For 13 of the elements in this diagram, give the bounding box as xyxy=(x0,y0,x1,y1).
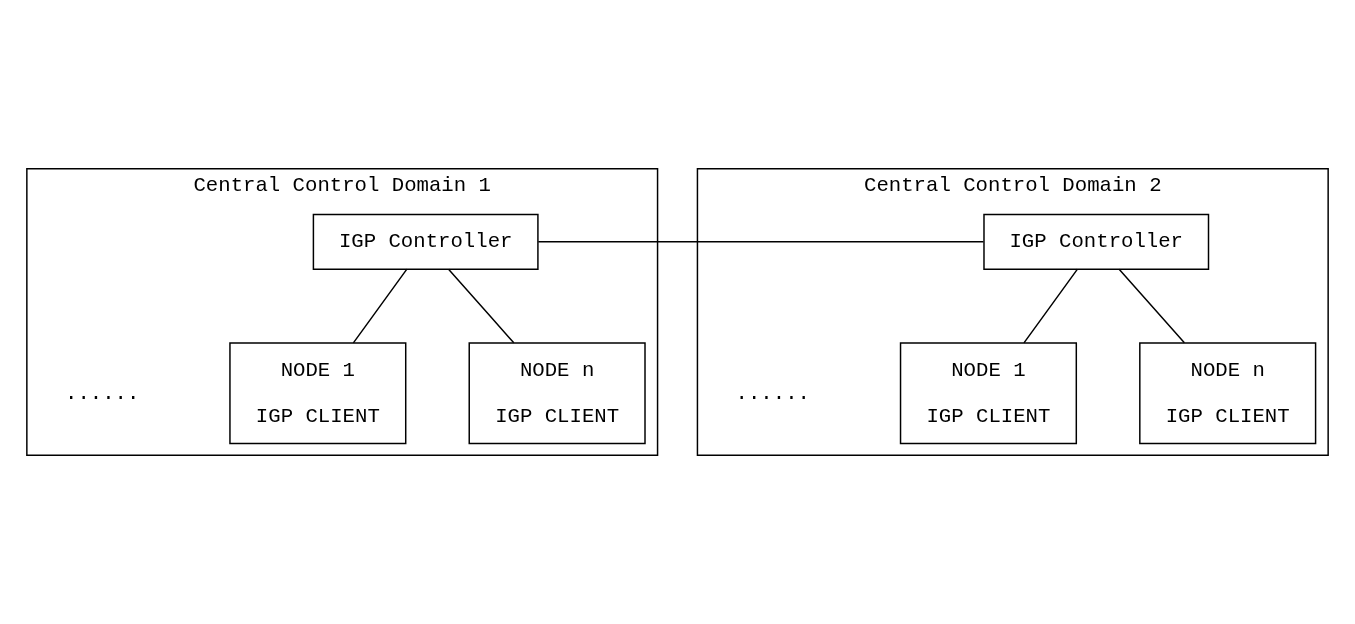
node-box: NODE n IGP CLIENT xyxy=(468,342,646,445)
connector xyxy=(537,241,985,243)
node-box: NODE 1 IGP CLIENT xyxy=(899,342,1078,445)
connector xyxy=(352,268,408,344)
label: ...... xyxy=(735,381,810,405)
node-box: IGP Controller xyxy=(312,213,539,270)
connector xyxy=(1118,268,1186,344)
node-box: NODE n IGP CLIENT xyxy=(1139,342,1317,445)
connector xyxy=(447,268,515,344)
label: ...... xyxy=(65,381,140,405)
node-box: IGP Controller xyxy=(983,213,1210,270)
node-box: NODE 1 IGP CLIENT xyxy=(229,342,407,445)
connector xyxy=(1023,268,1079,344)
